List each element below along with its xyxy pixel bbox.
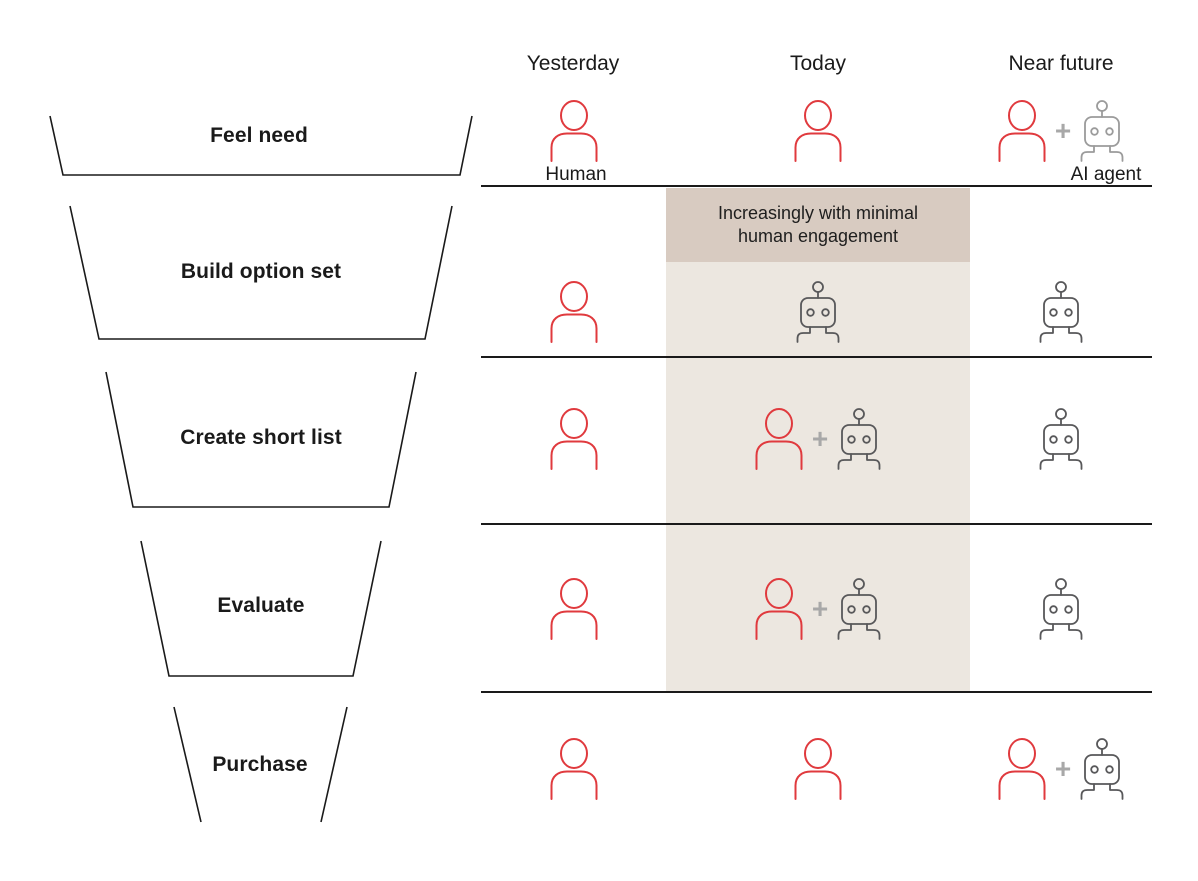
ai-agent-icon bbox=[1076, 738, 1128, 800]
funnel-stage-label-create-short-list: Create short list bbox=[180, 426, 342, 449]
today-banner-text: Increasingly with minimal human engageme… bbox=[717, 202, 919, 246]
icon-row-purchase: + bbox=[481, 738, 1152, 800]
cell-near_future-1 bbox=[970, 281, 1152, 343]
human-legend-label: Human bbox=[545, 164, 607, 185]
cell-yesterday-1 bbox=[481, 281, 666, 343]
icon-row-evaluate: + bbox=[481, 578, 1152, 640]
human-icon bbox=[994, 738, 1050, 800]
funnel-stage-label-evaluate: Evaluate bbox=[217, 594, 305, 617]
cell-near_future-4: + bbox=[970, 738, 1152, 800]
ai-agent-icon bbox=[1035, 408, 1087, 470]
plus-icon: + bbox=[1054, 753, 1072, 784]
ai-agent-icon bbox=[792, 281, 844, 343]
funnel-stage-label-feel-need: Feel need bbox=[210, 124, 308, 147]
cell-near_future-3 bbox=[970, 578, 1152, 640]
icon-row-build-option-set bbox=[481, 281, 1152, 343]
human-icon bbox=[751, 578, 807, 640]
icon-row-feel-need: + bbox=[481, 100, 1152, 162]
column-header-yesterday: Yesterday bbox=[526, 52, 620, 75]
cell-yesterday-4 bbox=[481, 738, 666, 800]
row-divider-2 bbox=[481, 356, 1152, 358]
ai-agent-icon bbox=[833, 578, 885, 640]
funnel-segment-build-option-set bbox=[69, 205, 453, 340]
ai-agent-legend-label: AI agent bbox=[1070, 164, 1142, 185]
cell-yesterday-0 bbox=[481, 100, 666, 162]
human-icon bbox=[790, 100, 846, 162]
cell-today-4 bbox=[666, 738, 970, 800]
human-icon bbox=[790, 738, 846, 800]
plus-icon: + bbox=[811, 423, 829, 454]
row-divider-3 bbox=[481, 523, 1152, 525]
funnel-segment-feel-need bbox=[49, 115, 473, 176]
plus-icon: + bbox=[811, 593, 829, 624]
funnel-stage-label-build-option-set: Build option set bbox=[180, 260, 342, 283]
ai-agent-icon bbox=[1035, 578, 1087, 640]
human-icon bbox=[546, 578, 602, 640]
column-header-today: Today bbox=[789, 52, 847, 75]
column-header-near-future: Near future bbox=[1008, 52, 1114, 75]
human-icon bbox=[751, 408, 807, 470]
today-highlight-band bbox=[666, 188, 970, 692]
cell-today-1 bbox=[666, 281, 970, 343]
row-divider-1 bbox=[481, 185, 1152, 187]
cell-yesterday-3 bbox=[481, 578, 666, 640]
human-icon bbox=[546, 100, 602, 162]
cell-today-0 bbox=[666, 100, 970, 162]
funnel-segment-evaluate bbox=[140, 540, 382, 677]
human-icon bbox=[546, 738, 602, 800]
cell-today-3: + bbox=[666, 578, 970, 640]
human-icon bbox=[546, 281, 602, 343]
funnel-stage-label-purchase: Purchase bbox=[212, 753, 308, 776]
human-icon bbox=[994, 100, 1050, 162]
row-divider-4 bbox=[481, 691, 1152, 693]
human-icon bbox=[546, 408, 602, 470]
funnel-segment-purchase-left bbox=[173, 706, 202, 823]
icon-row-create-short-list: + bbox=[481, 408, 1152, 470]
funnel-segment-purchase-right bbox=[320, 706, 348, 823]
cell-near_future-0: + bbox=[970, 100, 1152, 162]
funnel-segment-create-short-list bbox=[105, 371, 417, 508]
ai-agent-icon bbox=[833, 408, 885, 470]
cell-today-2: + bbox=[666, 408, 970, 470]
cell-near_future-2 bbox=[970, 408, 1152, 470]
cell-yesterday-2 bbox=[481, 408, 666, 470]
ai-agent-icon bbox=[1076, 100, 1128, 162]
today-banner: Increasingly with minimal human engageme… bbox=[666, 188, 970, 262]
plus-icon: + bbox=[1054, 115, 1072, 146]
ai-agent-icon bbox=[1035, 281, 1087, 343]
